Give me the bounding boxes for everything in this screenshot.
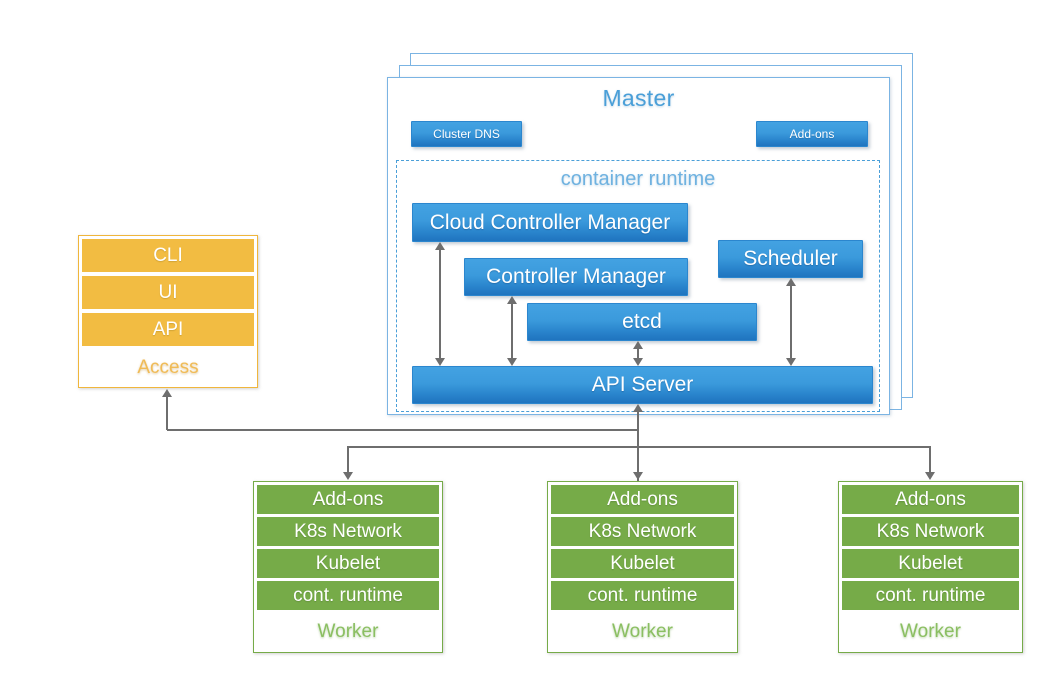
worker-2-row-kubelet[interactable]: Kubelet: [551, 549, 734, 578]
master-box-cluster-dns[interactable]: Cluster DNS: [411, 121, 522, 147]
arrow-worker-2-down: [633, 472, 643, 480]
access-row-cli[interactable]: CLI: [82, 239, 254, 272]
component-etcd-label: etcd: [622, 310, 662, 333]
worker-2-row-k8s-network[interactable]: K8s Network: [551, 517, 734, 546]
access-panel-footer-label: Access: [137, 356, 199, 378]
access-row-api[interactable]: API: [82, 313, 254, 346]
arrow-access-up: [162, 389, 172, 397]
component-controller-manager[interactable]: Controller Manager: [464, 258, 688, 296]
worker-3-row-cont-runtime[interactable]: cont. runtime: [842, 581, 1019, 610]
connector-etcd-apiserver: [637, 347, 639, 361]
worker-2-row-add-ons-label: Add-ons: [607, 488, 678, 510]
arrow-worker-3-down: [925, 472, 935, 480]
worker-3-footer: Worker: [839, 612, 1022, 652]
connector-scheduler-apiserver: [790, 284, 792, 361]
connector-worker-2-riser: [637, 446, 639, 473]
arrow-scheduler-up: [786, 278, 796, 286]
worker-3-row-add-ons-label: Add-ons: [895, 488, 966, 510]
connector-access-bus: [167, 429, 639, 431]
worker-2-row-kubelet-label: Kubelet: [610, 552, 675, 574]
component-cloud-controller-manager-label: Cloud Controller Manager: [429, 210, 671, 234]
arrow-ccm-down: [435, 358, 445, 366]
worker-2-row-k8s-network-label: K8s Network: [588, 520, 697, 542]
component-api-server[interactable]: API Server: [412, 366, 873, 404]
worker-node-2: Add-ons K8s Network Kubelet cont. runtim…: [547, 481, 738, 653]
connector-worker-bus: [347, 446, 931, 448]
worker-1-row-k8s-network-label: K8s Network: [294, 520, 402, 542]
master-box-add-ons[interactable]: Add-ons: [756, 121, 868, 147]
worker-1-row-cont-runtime[interactable]: cont. runtime: [257, 581, 439, 610]
worker-2-footer: Worker: [548, 612, 737, 652]
arrow-etcd-down: [633, 358, 643, 366]
worker-2-footer-label: Worker: [612, 621, 673, 642]
connector-cm-apiserver: [511, 302, 513, 361]
worker-1-row-add-ons-label: Add-ons: [312, 488, 384, 510]
worker-1-row-kubelet-label: Kubelet: [315, 552, 381, 574]
arrow-worker-1-down: [343, 472, 353, 480]
worker-3-row-k8s-network-label: K8s Network: [876, 520, 985, 542]
worker-2-row-cont-runtime-label: cont. runtime: [587, 584, 698, 606]
access-panel: CLI UI API Access: [78, 235, 258, 388]
arrow-cm-down: [507, 358, 517, 366]
component-etcd[interactable]: etcd: [527, 303, 757, 341]
worker-3-row-add-ons[interactable]: Add-ons: [842, 485, 1019, 514]
worker-1-row-add-ons[interactable]: Add-ons: [257, 485, 439, 514]
access-row-cli-label: CLI: [153, 244, 183, 266]
master-box-cluster-dns-label: Cluster DNS: [433, 127, 500, 141]
component-cloud-controller-manager[interactable]: Cloud Controller Manager: [412, 203, 688, 242]
worker-3-row-cont-runtime-label: cont. runtime: [875, 584, 986, 606]
worker-1-footer: Worker: [254, 612, 442, 652]
access-panel-footer: Access: [79, 348, 257, 387]
component-scheduler-label: Scheduler: [743, 247, 838, 270]
worker-1-row-kubelet[interactable]: Kubelet: [257, 549, 439, 578]
access-row-ui[interactable]: UI: [82, 276, 254, 309]
arrow-ccm-up: [435, 242, 445, 250]
worker-1-row-cont-runtime-label: cont. runtime: [293, 584, 403, 606]
worker-3-footer-label: Worker: [900, 621, 961, 642]
connector-worker-3-riser: [929, 446, 931, 473]
worker-2-row-add-ons[interactable]: Add-ons: [551, 485, 734, 514]
access-row-ui-label: UI: [158, 281, 178, 303]
master-title: Master: [602, 85, 675, 111]
component-scheduler[interactable]: Scheduler: [718, 240, 863, 278]
component-api-server-label: API Server: [591, 373, 694, 396]
component-controller-manager-label: Controller Manager: [486, 265, 666, 288]
worker-node-1: Add-ons K8s Network Kubelet cont. runtim…: [253, 481, 443, 653]
arrow-scheduler-down: [786, 358, 796, 366]
worker-3-row-kubelet[interactable]: Kubelet: [842, 549, 1019, 578]
worker-3-row-k8s-network[interactable]: K8s Network: [842, 517, 1019, 546]
arrow-etcd-up: [633, 341, 643, 349]
worker-3-row-kubelet-label: Kubelet: [898, 552, 963, 574]
worker-1-footer-label: Worker: [317, 621, 379, 642]
master-box-add-ons-label: Add-ons: [789, 127, 835, 141]
connector-worker-1-riser: [347, 446, 349, 473]
worker-1-row-k8s-network[interactable]: K8s Network: [257, 517, 439, 546]
container-runtime-label: container runtime: [560, 168, 716, 190]
connector-ccm-apiserver: [439, 248, 441, 361]
connector-access-riser: [166, 396, 168, 430]
worker-node-3: Add-ons K8s Network Kubelet cont. runtim…: [838, 481, 1023, 653]
worker-2-row-cont-runtime[interactable]: cont. runtime: [551, 581, 734, 610]
access-row-api-label: API: [152, 318, 184, 340]
arrow-apiserver-up: [633, 404, 643, 412]
arrow-cm-up: [507, 296, 517, 304]
